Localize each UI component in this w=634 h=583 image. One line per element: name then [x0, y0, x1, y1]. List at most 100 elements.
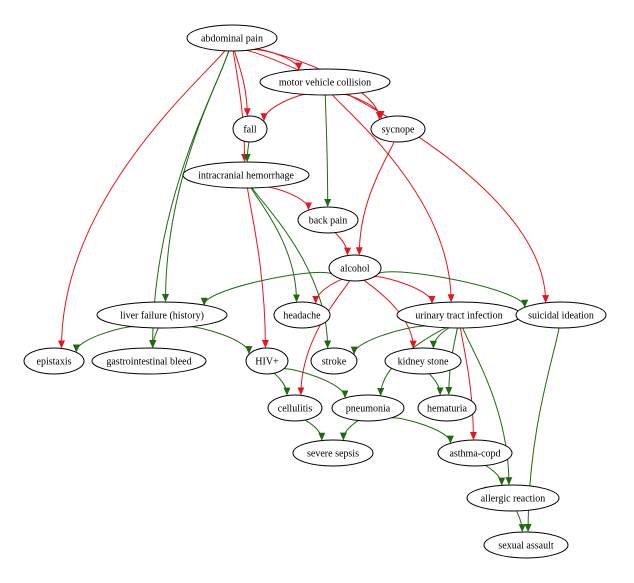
- edge-allergic_reaction-to-sexual_assault: [516, 510, 526, 533]
- node-ellipse: [328, 254, 382, 282]
- node-ellipse: [232, 115, 268, 143]
- node-label: liver failure (history): [120, 311, 204, 322]
- node-asthma-copd: asthma-copd: [437, 439, 513, 467]
- node-label: hematuria: [427, 404, 468, 415]
- edge-uti-to-kidney_stone: [429, 327, 450, 349]
- node-fall: fall: [232, 115, 268, 143]
- node-hiv: HIV+: [245, 347, 289, 375]
- node-ellipse: [483, 531, 569, 559]
- edge-abdominal_pain-to-motor_vehicle_collision: [255, 48, 303, 71]
- node-label: gastrointestinal bleed: [106, 357, 191, 368]
- edge-abdominal_pain-to-liver_failure: [162, 50, 230, 302]
- node-ellipse: [23, 347, 85, 375]
- node-severe-sepsis: severe sepsis: [292, 439, 374, 467]
- edge-asthma_copd-to-allergic_reaction: [485, 465, 506, 486]
- node-ellipse: [259, 68, 391, 96]
- edge-alcohol-to-uti: [374, 276, 436, 304]
- node-sexual-assault: sexual assault: [483, 531, 569, 559]
- node-abdominal-pain: abdominal pain: [186, 24, 278, 52]
- edge-liver_failure-to-gi_bleed: [149, 327, 159, 349]
- edge-back_pain-to-alcohol: [334, 232, 351, 256]
- node-ellipse: [297, 206, 359, 234]
- node-label: kidney stone: [398, 357, 449, 368]
- node-gi-bleed: gastrointestinal bleed: [91, 347, 207, 375]
- node-label: fall: [243, 125, 257, 136]
- node-label: back pain: [309, 216, 348, 227]
- node-ellipse: [245, 347, 289, 375]
- node-uti: urinary tract infection: [396, 301, 522, 329]
- node-liver-failure: liver failure (history): [96, 301, 228, 329]
- node-label: HIV+: [255, 357, 279, 368]
- node-allergic-reaction: allergic reaction: [466, 484, 560, 512]
- node-label: sexual assault: [498, 541, 553, 552]
- node-label: motor vehicle collision: [279, 78, 371, 89]
- node-hematuria: hematuria: [417, 394, 477, 422]
- edge-alcohol-to-suicidal_ideation: [378, 271, 529, 308]
- node-label: urinary tract infection: [415, 311, 502, 322]
- node-label: headache: [283, 311, 321, 322]
- node-headache: headache: [273, 301, 331, 329]
- node-label: stroke: [322, 357, 347, 368]
- node-motor-vehicle-collision: motor vehicle collision: [259, 68, 391, 96]
- edge-fall-to-intracranial_hemorrhage: [243, 141, 251, 162]
- node-label: asthma-copd: [449, 449, 500, 460]
- edge-motor_vehicle_collision-to-fall: [260, 93, 306, 122]
- edge-alcohol-to-kidney_stone: [363, 279, 417, 349]
- node-alcohol: alcohol: [328, 254, 382, 282]
- node-kidney-stone: kidney stone: [384, 347, 462, 375]
- node-label: sycnope: [382, 125, 415, 136]
- node-stroke: stroke: [310, 347, 358, 375]
- edge-abdominal_pain-to-epistaxis: [58, 50, 226, 349]
- edge-intracranial_hemorrhage-to-headache: [250, 187, 300, 303]
- node-label: severe sepsis: [307, 449, 359, 460]
- node-label: cellulitis: [278, 404, 313, 415]
- edge-alcohol-to-liver_failure: [200, 271, 332, 306]
- edge-pneumonia-to-asthma_copd: [391, 417, 454, 444]
- node-ellipse: [91, 347, 207, 375]
- edge-kidney_stone-to-hematuria: [429, 373, 444, 396]
- edge-alcohol-to-cellulitis: [297, 280, 351, 396]
- node-ellipse: [186, 24, 278, 52]
- node-sycnope: sycnope: [370, 115, 426, 143]
- node-ellipse: [437, 439, 513, 467]
- edge-uti-to-hematuria: [445, 327, 458, 395]
- edge-motor_vehicle_collision-to-back_pain: [324, 94, 332, 207]
- edge-sycnope-to-alcohol: [355, 141, 395, 256]
- edge-abdominal_pain-to-intracranial_hemorrhage: [232, 50, 249, 162]
- node-label: epistaxis: [37, 357, 72, 368]
- node-back-pain: back pain: [297, 206, 359, 234]
- edge-pneumonia-to-severe_sepsis: [339, 420, 359, 441]
- edge-intracranial_hemorrhage-to-back_pain: [268, 186, 312, 211]
- node-ellipse: [310, 347, 358, 375]
- node-ellipse: [96, 301, 228, 329]
- node-epistaxis: epistaxis: [23, 347, 85, 375]
- node-label: allergic reaction: [481, 494, 546, 505]
- node-ellipse: [182, 161, 310, 189]
- node-ellipse: [384, 347, 462, 375]
- node-label: abdominal pain: [201, 34, 263, 45]
- edge-cellulitis-to-severe_sepsis: [304, 419, 326, 441]
- node-pneumonia: pneumonia: [331, 394, 405, 422]
- node-label: intracranial hemorrhage: [198, 171, 294, 182]
- node-ellipse: [267, 394, 323, 422]
- edge-liver_failure-to-epistaxis: [72, 326, 135, 353]
- edge-abdominal_pain-to-fall: [234, 50, 251, 117]
- node-ellipse: [292, 439, 374, 467]
- node-label: alcohol: [340, 264, 370, 275]
- node-ellipse: [331, 394, 405, 422]
- node-ellipse: [273, 301, 331, 329]
- node-intracranial-hemorrhage: intracranial hemorrhage: [182, 161, 310, 189]
- edge-uti-to-asthma_copd: [460, 327, 477, 440]
- edge-liver_failure-to-hiv: [188, 326, 253, 355]
- node-layer: abdominal pain motor vehicle collision fal…: [23, 24, 607, 559]
- node-ellipse: [417, 394, 477, 422]
- node-label: suicidal ideation: [528, 311, 594, 322]
- node-cellulitis: cellulitis: [267, 394, 323, 422]
- node-label: pneumonia: [346, 404, 391, 415]
- node-ellipse: [515, 301, 607, 329]
- node-ellipse: [466, 484, 560, 512]
- edge-intracranial_hemorrhage-to-hiv: [247, 187, 269, 348]
- edge-alcohol-to-headache: [312, 278, 343, 304]
- edge-motor_vehicle_collision-to-uti: [332, 94, 455, 303]
